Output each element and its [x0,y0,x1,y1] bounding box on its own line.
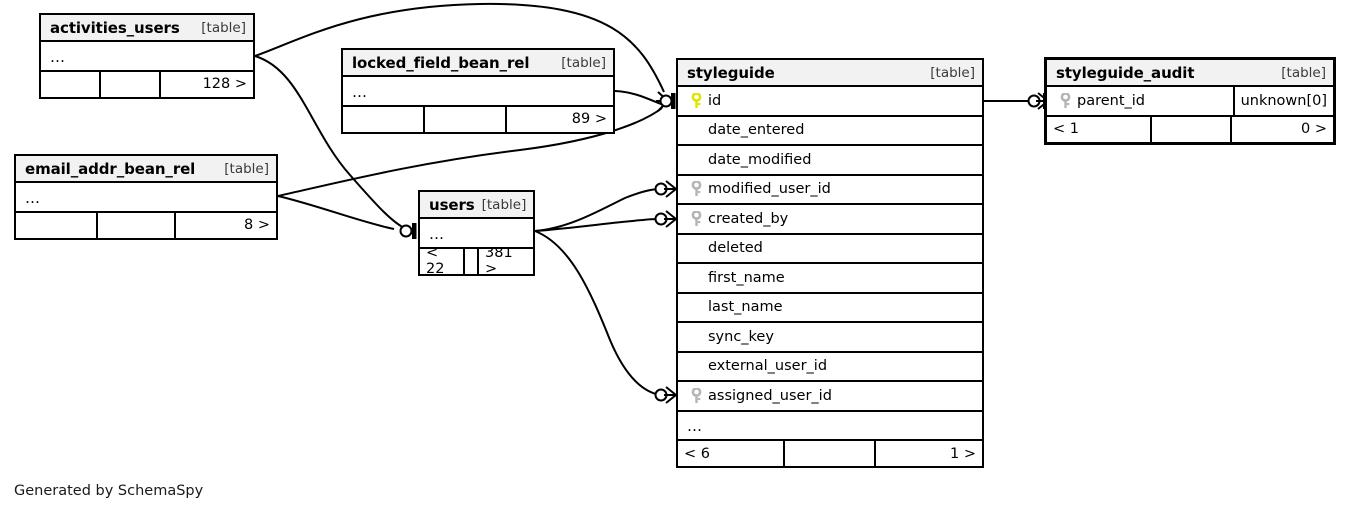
column-name: … [50,47,66,66]
table-footer: < 1 0 > [1047,116,1333,142]
column-name: … [352,82,368,101]
column-name: last_name [708,299,783,316]
column-name: date_modified [708,151,812,168]
column-name: external_user_id [708,358,828,375]
column-name: sync_key [708,328,774,345]
edge-users-to-created-by [534,218,661,232]
table-row-date-modified[interactable]: date_modified [678,146,982,176]
foreign-key-icon [686,387,706,404]
edge-locked-field-bean-rel-to-styleguide-id [614,90,662,105]
table-locked-field-bean-rel[interactable]: locked_field_bean_rel [table] … 89 > [341,48,615,134]
footer-cell-right: 128 > [202,76,247,92]
footer-cell-right: 0 > [1301,121,1327,137]
table-row-id[interactable]: id [678,87,982,117]
footer-cell-left: < 22 [420,248,465,274]
table-footer: < 6 1 > [678,441,982,466]
footer-cell-middle [425,106,507,132]
table-header: email_addr_bean_rel [table] [16,156,276,183]
table-type-tag: [table] [1281,64,1326,81]
table-footer: 89 > [343,106,613,132]
column-name: … [25,188,41,207]
table-row[interactable]: … [16,183,276,213]
generated-by-caption: Generated by SchemaSpy [14,483,204,499]
table-row-first-name[interactable]: first_name [678,264,982,294]
table-title: styleguide [687,63,775,82]
column-name: modified_user_id [708,181,831,198]
column-name: deleted [708,240,763,257]
table-header: activities_users [table] [41,15,253,42]
footer-cell-middle [785,441,876,466]
primary-key-icon [686,92,706,109]
table-row-deleted[interactable]: deleted [678,234,982,264]
table-title: styleguide_audit [1056,63,1195,82]
table-footer: 8 > [16,212,276,238]
foreign-key-icon [686,210,706,227]
table-styleguide-audit[interactable]: styleguide_audit [table] parent_id unkno… [1044,57,1336,145]
column-name: … [687,417,703,435]
table-row-date-entered[interactable]: date_entered [678,116,982,146]
table-type-tag: [table] [201,19,246,36]
column-name: … [429,224,445,243]
table-type-tag: [table] [481,196,527,213]
table-title: locked_field_bean_rel [352,53,530,72]
endpoint-styleguide-id [656,91,676,112]
footer-cell-right: 1 > [950,445,976,462]
table-row[interactable]: … [41,42,253,72]
table-header: styleguide_audit [table] [1047,60,1333,87]
footer-cell-right: 381 > [485,248,513,274]
footer-cell-left: < 6 [678,441,785,466]
footer-cell-left [16,212,98,238]
table-users[interactable]: users [table] … < 22 381 > [418,190,535,276]
table-row[interactable]: … [420,219,533,249]
table-row-last-name[interactable]: last_name [678,293,982,323]
table-footer: 128 > [41,71,253,97]
table-footer: < 22 381 > [420,248,533,274]
table-email-addr-bean-rel[interactable]: email_addr_bean_rel [table] … 8 > [14,154,278,240]
footer-cell-left [41,71,101,97]
table-title: email_addr_bean_rel [25,159,196,178]
table-row-sync-key[interactable]: sync_key [678,323,982,353]
footer-cell-middle [98,212,176,238]
endpoint-created-by [654,210,677,228]
footer-cell-middle [101,71,161,97]
footer-cell-right: 89 > [571,111,607,127]
table-type-tag: [table] [224,160,269,177]
table-row-more[interactable]: … [678,411,982,441]
table-row-external-user-id[interactable]: external_user_id [678,352,982,382]
edge-email-addr-bean-rel-to-users [277,195,395,230]
column-type: unknown[0] [1232,87,1333,115]
table-type-tag: [table] [561,54,606,71]
table-row-modified-user-id[interactable]: modified_user_id [678,175,982,205]
column-name: date_entered [708,122,805,139]
table-header: locked_field_bean_rel [table] [343,50,613,77]
footer-cell-middle [1152,116,1232,142]
endpoint-assigned-user-id [654,386,677,404]
column-name: created_by [708,210,789,227]
table-type-tag: [table] [930,64,975,81]
foreign-key-icon [686,181,706,197]
foreign-key-icon [1055,92,1075,109]
table-row[interactable]: … [343,77,613,107]
footer-cell-left: < 1 [1047,116,1152,142]
edge-users-to-assigned-user-id [534,230,661,396]
table-row-created-by[interactable]: created_by [678,205,982,235]
endpoint-modified-user-id [654,180,677,198]
table-title: activities_users [50,18,180,37]
column-name: id [708,92,722,109]
endpoint-users-left [399,223,417,239]
table-row-assigned-user-id[interactable]: assigned_user_id [678,382,982,412]
column-name: assigned_user_id [708,387,832,404]
footer-cell-middle [465,248,479,274]
column-name: parent_id [1077,92,1146,109]
table-title: users [429,195,475,214]
edge-users-to-modified-user-id [534,188,661,232]
table-row-parent-id[interactable]: parent_id unknown[0] [1047,87,1333,117]
footer-cell-left [343,106,425,132]
table-activities-users[interactable]: activities_users [table] … 128 > [39,13,255,99]
table-header: styleguide [table] [678,60,982,87]
footer-cell-right: 8 > [244,217,270,233]
table-header: users [table] [420,192,533,219]
column-name: first_name [708,269,785,286]
table-styleguide[interactable]: styleguide [table] id date_entered date_… [676,58,984,468]
